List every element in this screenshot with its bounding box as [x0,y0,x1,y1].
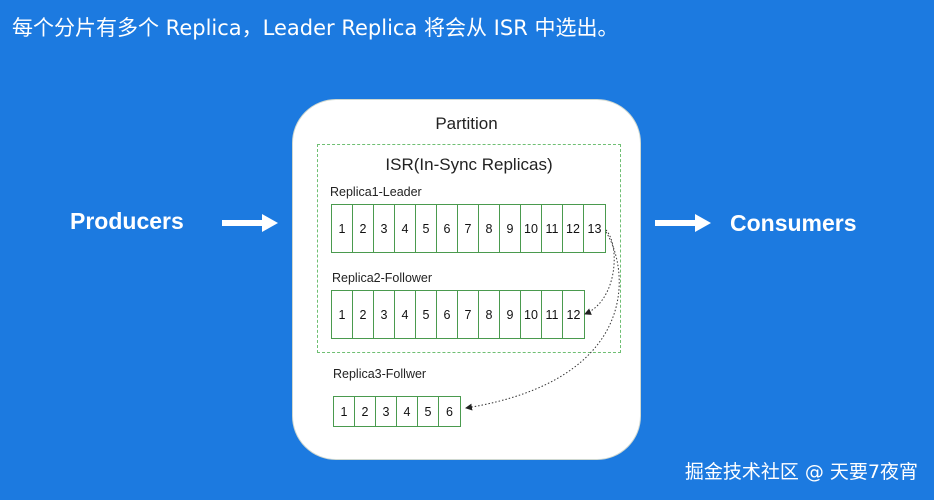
log-offset-cell: 1 [332,291,353,338]
log-offset-cell: 3 [376,397,397,426]
replicate-to-replica2-arrow [584,229,615,315]
log-offset-cell: 2 [355,397,376,426]
producers-arrow-icon [222,214,278,232]
log-offset-cell: 4 [397,397,418,426]
log-offset-cell: 2 [353,291,374,338]
log-offset-cell: 9 [500,291,521,338]
log-offset-cell: 6 [446,404,453,419]
log-offset-cell: 10 [521,205,542,252]
log-offset-cell: 8 [479,291,500,338]
log-offset-cell: 4 [395,205,416,252]
replica1-label: Replica1-Leader [330,185,422,199]
isr-title: ISR(In-Sync Replicas) [385,155,553,174]
log-offset-cell: 1 [332,205,353,252]
log-offset-cell: 12 [566,307,581,322]
log-offset-cell: 6 [437,205,458,252]
log-offset-cell: 2 [353,205,374,252]
log-offset-cell: 5 [418,397,439,426]
page-heading: 每个分片有多个 Replica，Leader Replica 将会从 ISR 中… [12,16,619,40]
replica3-label: Replica3-Follwer [333,367,427,381]
producers-label: Producers [70,208,184,234]
partition-title: Partition [435,114,498,133]
log-offset-cell: 7 [458,291,479,338]
log-offset-cell: 8 [479,205,500,252]
replica2-label: Replica2-Follower [332,271,433,285]
log-offset-cell: 1 [334,397,355,426]
log-offset-cell: 4 [395,291,416,338]
log-offset-cell: 12 [563,205,584,252]
log-offset-cell: 13 [587,221,602,236]
watermark: 掘金技术社区 @ 天要7夜宵 [684,461,918,483]
log-offset-cell: 7 [458,205,479,252]
log-offset-cell: 3 [374,205,395,252]
log-offset-cell: 5 [416,291,437,338]
consumers-arrow-icon [655,214,711,232]
log-offset-cell: 11 [542,291,563,338]
isr-box: ISR(In-Sync Replicas) [317,144,621,353]
log-offset-cell: 6 [437,291,458,338]
log-offset-cell: 11 [542,205,563,252]
replicate-to-replica3-arrow [465,231,620,411]
log-offset-cell: 3 [374,291,395,338]
consumers-label: Consumers [730,210,857,236]
log-offset-cell: 9 [500,205,521,252]
log-offset-cell: 10 [521,291,542,338]
log-offset-cell: 5 [416,205,437,252]
